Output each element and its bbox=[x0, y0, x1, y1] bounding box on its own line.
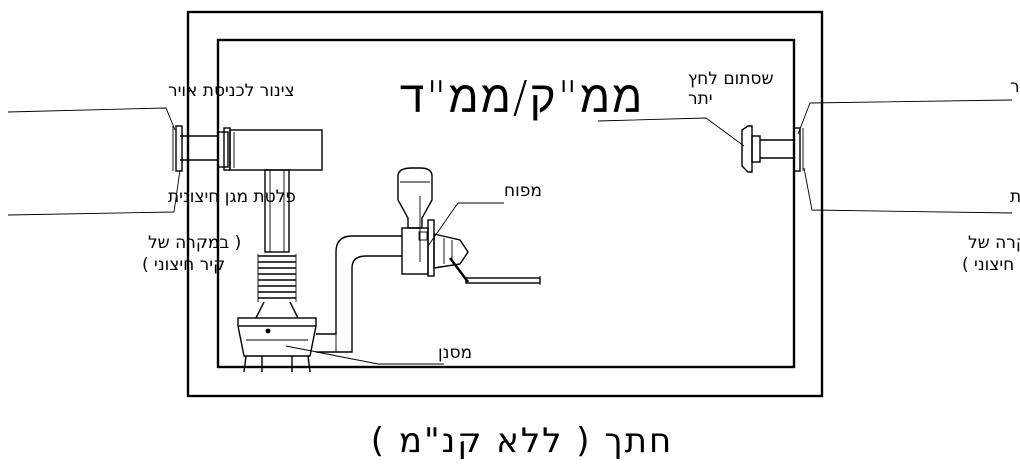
leader-blower bbox=[427, 202, 504, 247]
leader-plate-left bbox=[7, 169, 181, 216]
air-intake-pipe-assembly bbox=[172, 125, 323, 172]
label-overpressure-valve-2: יתר bbox=[688, 89, 713, 109]
label-filter: מסנן bbox=[438, 343, 472, 363]
label-exterior-wall-left-1: ( במקרה של bbox=[148, 233, 241, 253]
shelter-walls bbox=[186, 10, 824, 398]
section-caption: חתך ( ללא קנ"מ ) bbox=[371, 421, 673, 461]
label-outer-plate-left: פלטת מגן חיצונית bbox=[168, 187, 296, 207]
room-title: ממ"ק/ממ"ד bbox=[400, 72, 645, 123]
connecting-hose bbox=[316, 235, 402, 353]
leader-lines bbox=[7, 99, 1013, 365]
leader-valve bbox=[597, 117, 745, 147]
label-exterior-wall-right-2: קיר חיצוני ) bbox=[962, 255, 1020, 275]
blower-assembly bbox=[397, 167, 541, 285]
label-exterior-wall-left-2: קיר חיצוני ) bbox=[142, 255, 225, 275]
air-release-pipe-assembly bbox=[741, 125, 804, 173]
label-blower: מפוח bbox=[504, 181, 542, 201]
leader-filter bbox=[285, 345, 444, 365]
filter-port-dot bbox=[265, 328, 271, 334]
filter-assembly bbox=[237, 169, 317, 373]
label-exterior-wall-right-1: ( במקרה של bbox=[968, 233, 1020, 253]
label-air-intake-pipe: צינור לכניסת אויר bbox=[168, 81, 295, 101]
label-outer-plate-right: פלטת מגן חיצונית bbox=[1010, 187, 1020, 207]
leader-air-intake bbox=[7, 107, 176, 131]
label-overpressure-valve-1: שסתום לחץ bbox=[688, 69, 774, 89]
leader-air-release bbox=[797, 99, 1013, 135]
label-air-release-pipe: צינור לשחרור אויר bbox=[1010, 77, 1020, 97]
leader-plate-right bbox=[803, 167, 1013, 214]
